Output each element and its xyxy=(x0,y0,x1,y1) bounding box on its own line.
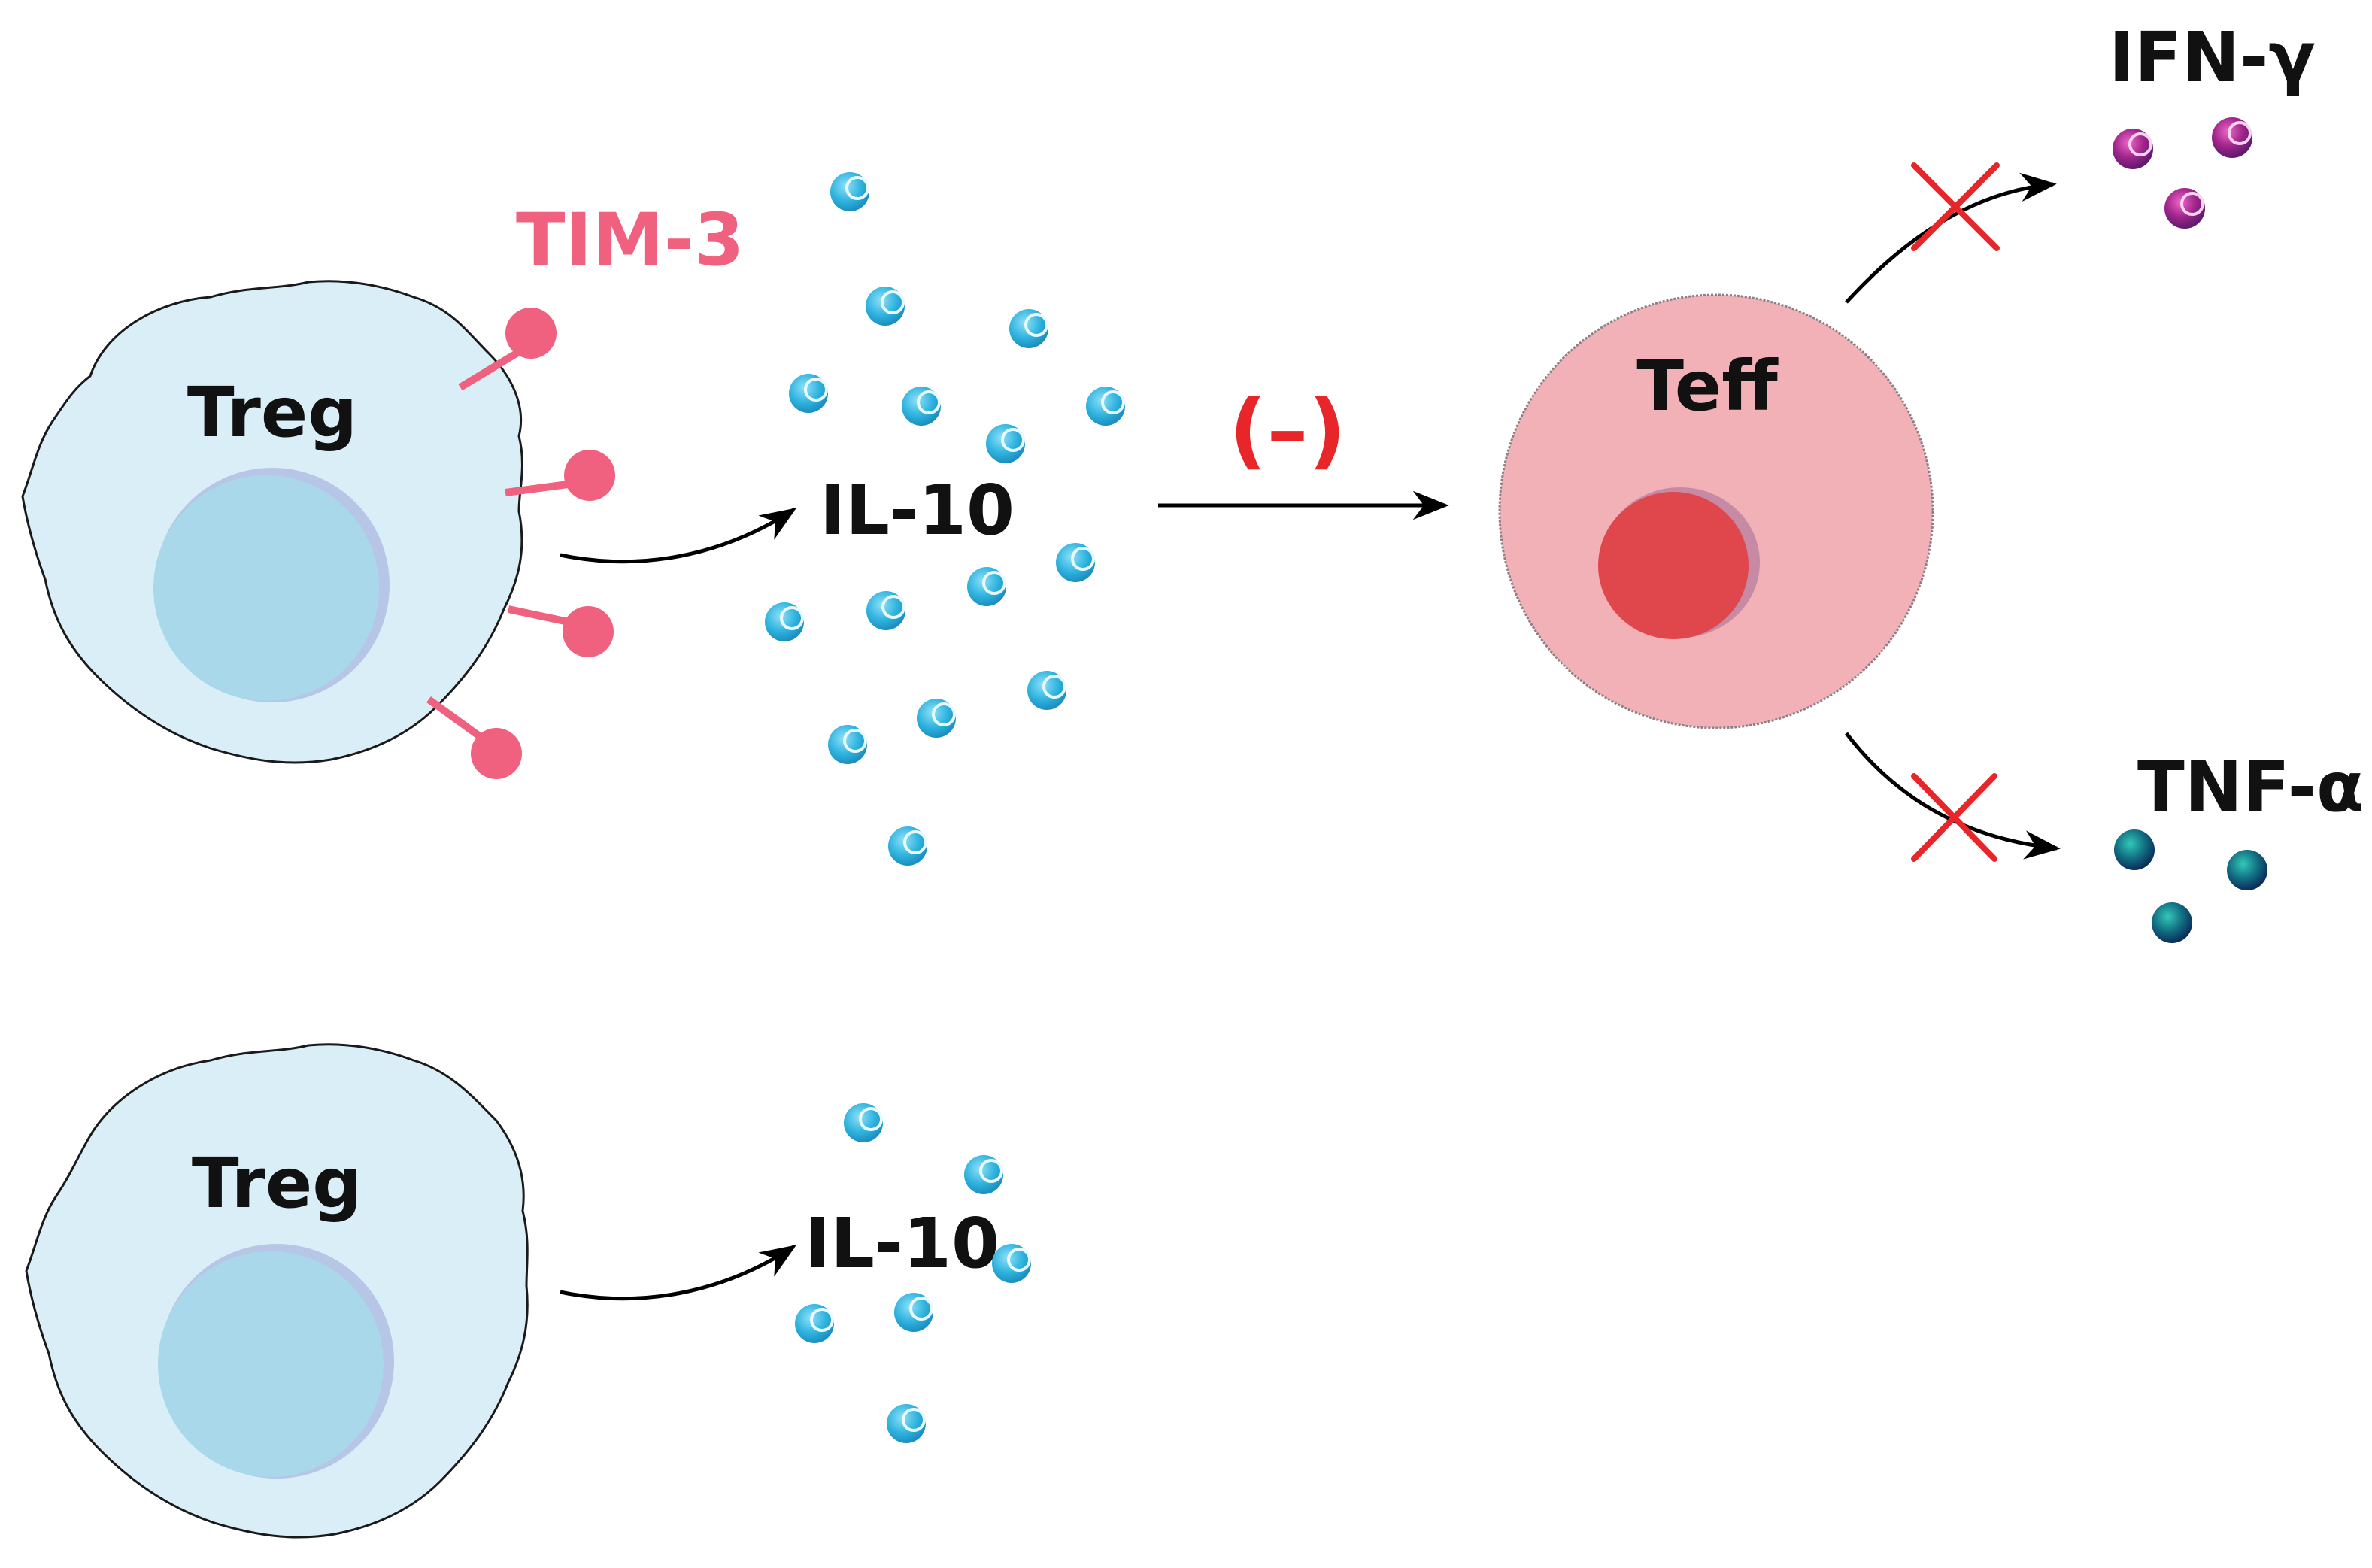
il10-particle xyxy=(830,172,869,211)
tnf-particle xyxy=(2227,850,2267,890)
il10-particle xyxy=(1056,543,1095,582)
il10-particle xyxy=(917,699,956,738)
ifn-particle xyxy=(2212,117,2252,158)
il10-particle xyxy=(866,287,905,326)
il10-particle xyxy=(844,1103,883,1142)
il10-particle xyxy=(902,387,941,426)
tnf-arrow xyxy=(1845,732,2061,860)
secretion-arrow-top xyxy=(560,508,797,564)
il10-particle xyxy=(986,424,1025,463)
teff-cell: Teff xyxy=(1498,293,1934,729)
il10-particle xyxy=(828,725,867,764)
il10-label-top: IL-10 xyxy=(820,470,1015,550)
secretion-arrow-bottom xyxy=(560,1245,797,1301)
teff-label: Teff xyxy=(1636,346,1779,426)
block-cross-ifn xyxy=(1911,162,2000,251)
il10-particle xyxy=(894,1293,933,1332)
tim3-receptor-3 xyxy=(563,606,614,657)
treg-cell-top: Treg xyxy=(21,280,523,764)
il10-label-bottom: IL-10 xyxy=(805,1203,999,1284)
il10-particles-top xyxy=(765,172,1125,866)
tnf-alpha-label: TNF-α xyxy=(2137,747,2364,827)
il10-particle xyxy=(789,374,828,413)
inhibition-symbol: (–) xyxy=(1229,382,1346,478)
il10-particle xyxy=(992,1244,1031,1283)
tnf-particle xyxy=(2152,902,2192,943)
treg-cell-bottom: Treg xyxy=(25,1043,529,1539)
ifn-particle xyxy=(2164,188,2205,229)
treg-label-top: Treg xyxy=(187,372,357,453)
block-cross-tnf xyxy=(1911,773,1997,862)
il10-particle xyxy=(765,602,804,641)
ifn-gamma-particles xyxy=(2113,117,2252,229)
tim3-receptors xyxy=(426,308,615,779)
il10-particle xyxy=(1086,387,1125,426)
il10-particle xyxy=(1027,671,1066,710)
il10-particle xyxy=(888,826,927,866)
tnf-particle xyxy=(2114,829,2155,870)
il10-particle xyxy=(887,1404,926,1443)
il10-particle xyxy=(795,1304,834,1343)
ifn-particle xyxy=(2113,129,2153,169)
treg-label-bottom: Treg xyxy=(192,1143,362,1224)
tim3-receptor-1 xyxy=(505,308,557,359)
teff-nucleus xyxy=(1598,492,1749,639)
tnf-alpha-particles xyxy=(2114,829,2267,943)
il10-particle xyxy=(964,1155,1003,1194)
il10-particles-bottom xyxy=(795,1103,1031,1443)
tim3-label: TIM-3 xyxy=(516,198,744,282)
treg-nucleus-bottom xyxy=(158,1251,384,1477)
ifn-gamma-label: IFN-γ xyxy=(2109,17,2316,98)
il10-particle xyxy=(967,567,1006,606)
il10-particle xyxy=(866,591,905,630)
tim3-receptor-4 xyxy=(471,728,522,779)
il10-particle xyxy=(1009,309,1048,348)
tim3-receptor-2 xyxy=(564,450,615,501)
